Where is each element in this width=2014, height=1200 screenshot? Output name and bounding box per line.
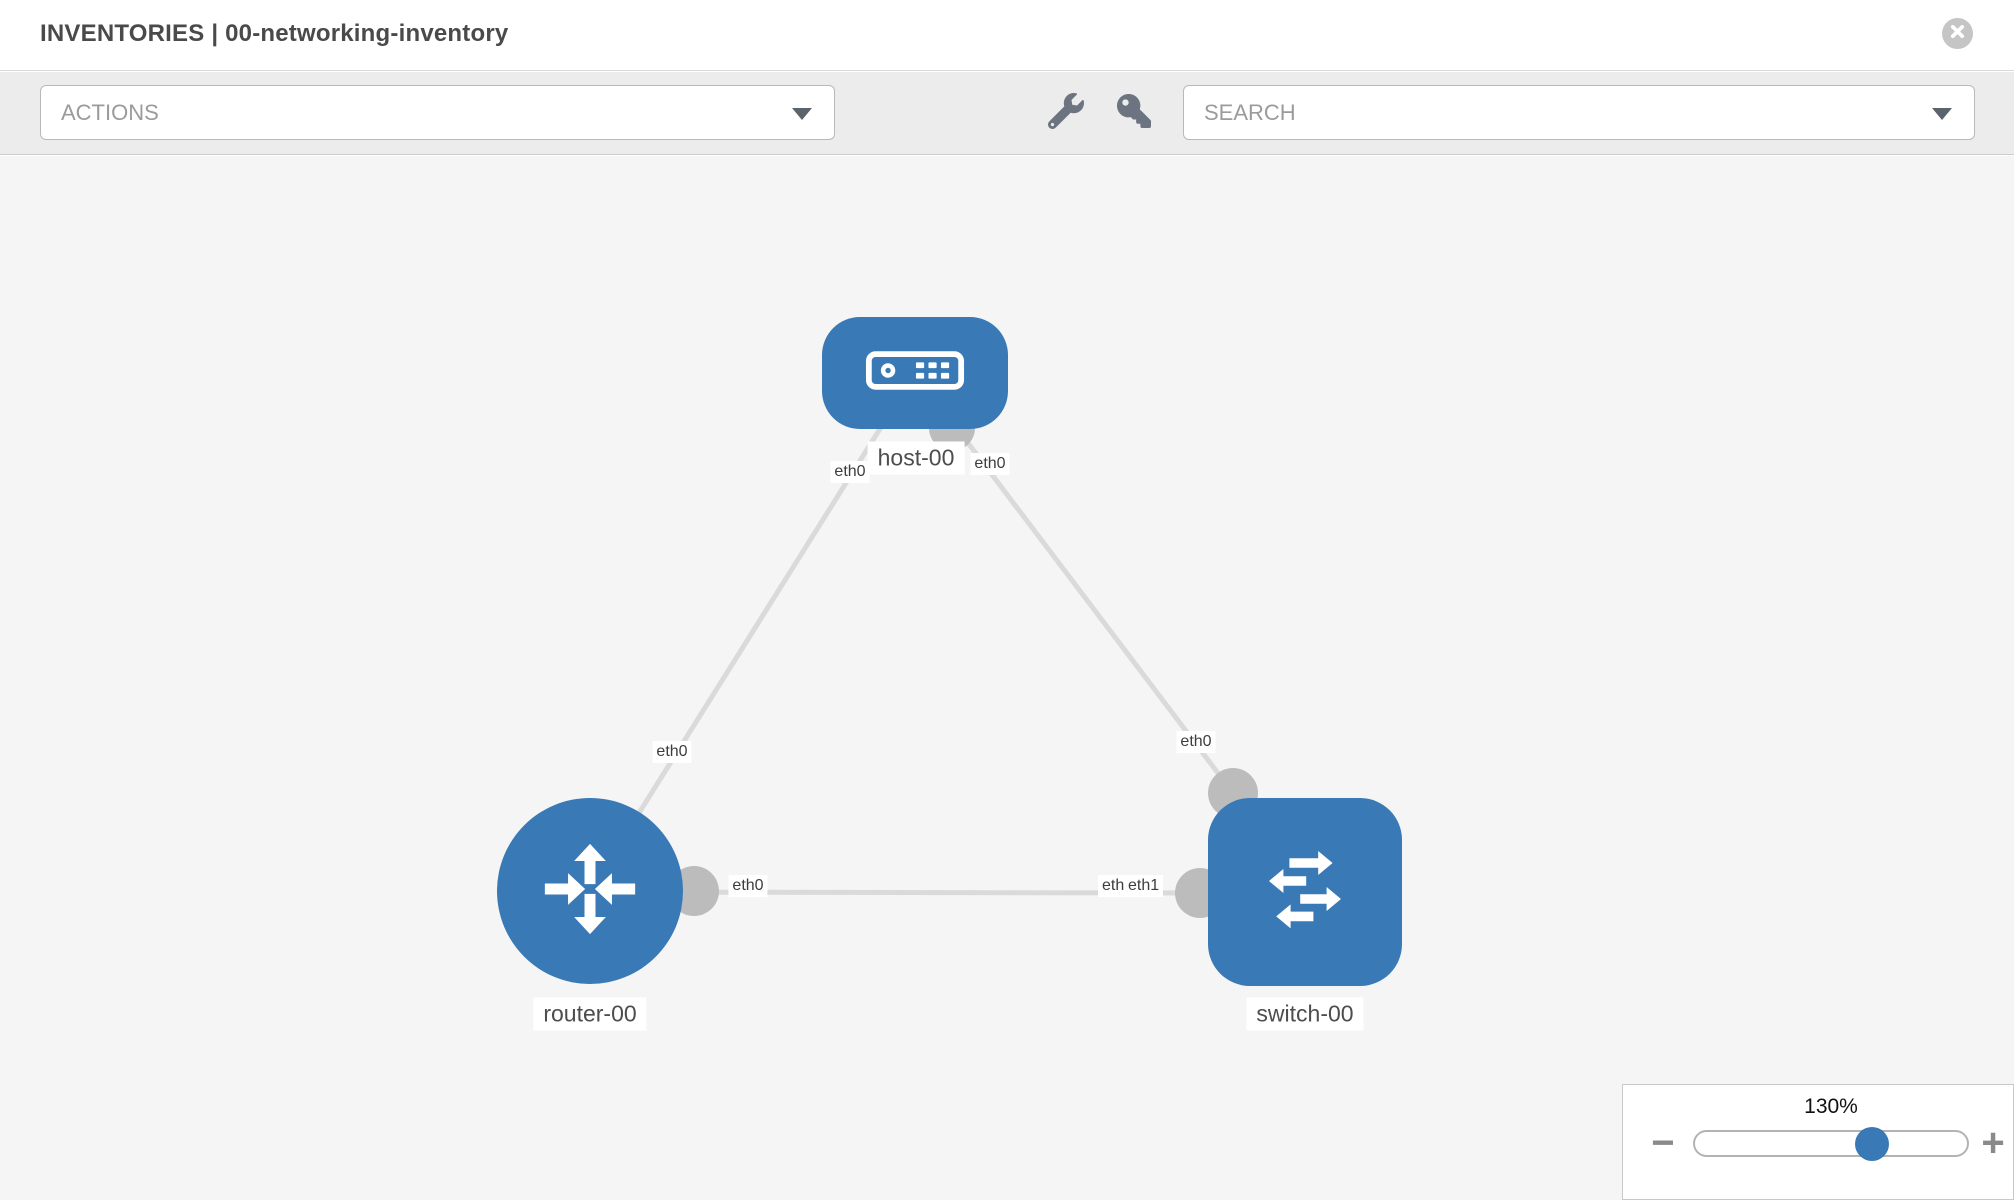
zoom-in-button[interactable]: + — [1981, 1121, 2005, 1165]
chevron-down-icon — [792, 108, 812, 120]
node-label-router: router-00 — [533, 997, 647, 1031]
interface-label-router-to-switch: eth0 — [728, 875, 768, 897]
edges-layer — [587, 371, 1235, 896]
wrench-icon — [1047, 92, 1084, 134]
close-icon — [1950, 24, 1965, 44]
zoom-panel: 130% − + — [1622, 1084, 2014, 1200]
host-icon — [865, 350, 965, 396]
interface-label-host-to-router: eth0 — [830, 461, 870, 483]
zoom-out-button[interactable]: − — [1651, 1121, 1675, 1165]
interface-label-switch-eth1: eth1 — [1124, 875, 1164, 897]
zoom-level-value: 130% — [1804, 1095, 1858, 1118]
interface-label-host-to-switch: eth0 — [970, 453, 1010, 475]
actions-dropdown-label: ACTIONS — [61, 99, 159, 125]
router-icon — [529, 828, 651, 955]
switch-icon — [1243, 830, 1367, 955]
zoom-slider-track[interactable] — [1693, 1130, 1969, 1157]
interface-label-router-to-host: eth0 — [652, 741, 692, 763]
actions-dropdown[interactable]: ACTIONS — [40, 85, 835, 140]
search-dropdown-label: SEARCH — [1204, 99, 1296, 125]
zoom-slider-thumb[interactable] — [1855, 1127, 1889, 1161]
node-switch-00[interactable] — [1208, 798, 1402, 986]
interface-label-switch-to-host: eth0 — [1176, 731, 1216, 753]
node-label-switch: switch-00 — [1246, 997, 1364, 1031]
key-icon — [1117, 93, 1151, 133]
edge-host-router — [587, 371, 918, 893]
page-title: INVENTORIES | 00-networking-inventory — [40, 20, 509, 47]
topology-canvas[interactable]: host-00 router-00 switch-00 eth0 eth0 et… — [0, 156, 2014, 1200]
key-button[interactable] — [1110, 89, 1158, 137]
configure-button[interactable] — [1042, 89, 1090, 137]
node-host-00[interactable] — [822, 317, 1008, 429]
header: INVENTORIES | 00-networking-inventory — [0, 0, 2014, 71]
search-dropdown[interactable]: SEARCH — [1183, 85, 1975, 140]
node-label-host: host-00 — [867, 441, 965, 475]
node-router-00[interactable] — [497, 798, 683, 984]
toolbar: ACTIONS SEARCH — [0, 72, 2014, 155]
close-button[interactable] — [1942, 18, 1973, 49]
chevron-down-icon — [1932, 108, 1952, 120]
